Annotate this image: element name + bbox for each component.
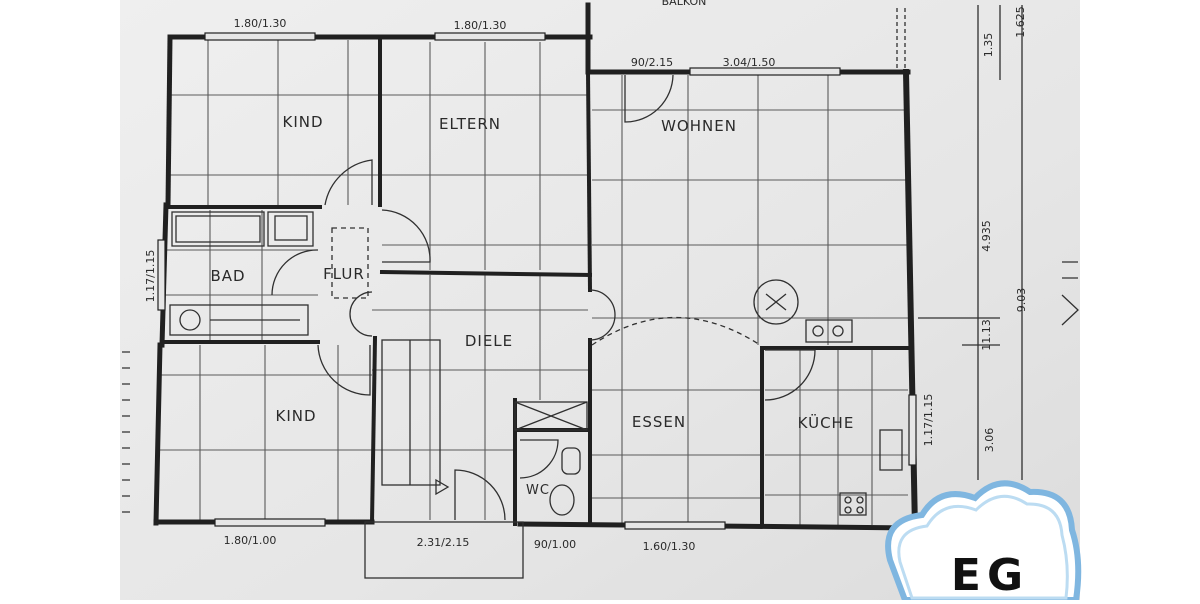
dim-top-door-wohnen: 90/2.15 [631,56,673,69]
dim-bottom-window-kind: 1.80/1.00 [224,534,277,547]
dim-top-window-kind: 1.80/1.30 [234,17,287,30]
dim-right-c: 9.03 [1015,288,1028,313]
dim-right-top: 1.625 [1014,6,1027,38]
room-label-eltern: ELTERN [439,115,501,133]
dim-left-window-bad: 1.17/1.15 [144,250,157,303]
windows [157,32,917,530]
room-label-kind-bottom: KIND [275,407,316,425]
doors [271,74,816,521]
room-label-diele: DIELE [465,332,513,350]
dimension-labels: 1.80/1.30 1.80/1.30 90/2.15 3.04/1.50 BA… [144,0,1028,553]
paper-sheet [120,0,1080,600]
dim-bottom-entrance: 2.31/2.15 [417,536,470,549]
room-label-kueche: KÜCHE [798,413,855,432]
room-labels: KIND ELTERN WOHNEN BAD FLUR DIELE KIND E… [210,113,855,498]
dim-top-window-wohnen: 3.04/1.50 [723,56,776,69]
cloud-shape [885,480,1082,603]
dim-right-a: 4.935 [980,220,993,252]
dim-bottom-door-wc: 90/1.00 [534,538,576,551]
fixtures [169,211,903,516]
room-label-essen: ESSEN [632,413,686,431]
room-label-bad: BAD [210,267,245,285]
room-label-wohnen: WOHNEN [661,117,737,135]
dim-right-d: 3.06 [983,428,996,453]
dimension-lines [122,5,1079,513]
eg-cloud-stamp: EG [885,480,1082,603]
dim-top-partial: BALKON [662,0,707,8]
room-label-wc: WC [526,483,550,498]
dim-right-top-b: 1.35 [982,33,995,58]
room-label-flur: FLUR [323,265,365,283]
grid-lines [160,40,908,525]
dim-right-b: 11.13 [980,319,993,351]
stamp-text: EG [951,550,1029,600]
room-label-kind-top: KIND [282,113,323,131]
dim-bottom-window-essen: 1.60/1.30 [643,540,696,553]
dim-right-window-kueche: 1.17/1.15 [922,394,935,447]
dim-top-window-eltern: 1.80/1.30 [454,19,507,32]
